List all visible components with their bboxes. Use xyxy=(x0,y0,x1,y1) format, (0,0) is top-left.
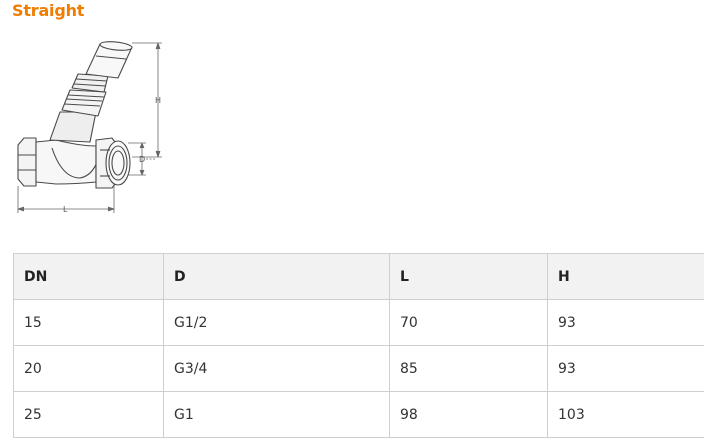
header-l: L xyxy=(389,253,548,300)
header-d: D xyxy=(163,253,390,300)
table-header-row: DN D L H xyxy=(13,253,704,300)
diameter-dimension xyxy=(128,142,156,176)
dimensions-table: DN D L H 15 G1/2 70 93 20 G3/4 85 93 25 … xyxy=(13,253,704,438)
valve-body xyxy=(35,139,99,185)
length-dimension xyxy=(17,186,115,213)
cell-h: 93 xyxy=(547,299,704,346)
table-row: 25 G1 98 103 xyxy=(13,391,704,438)
cell-h: 103 xyxy=(547,391,704,438)
straight-valve-drawing: H D L xyxy=(17,41,162,214)
header-h: H xyxy=(547,253,704,300)
cell-dn: 15 xyxy=(13,299,164,346)
cell-l: 85 xyxy=(389,345,548,392)
height-label: H xyxy=(155,96,161,105)
valve-bonnet xyxy=(49,73,109,143)
cell-l: 70 xyxy=(389,299,548,346)
header-dn: DN xyxy=(13,253,164,300)
cell-d: G1/2 xyxy=(163,299,390,346)
length-label: L xyxy=(63,205,68,214)
table-row: 15 G1/2 70 93 xyxy=(13,299,704,346)
valve-cap xyxy=(85,41,133,79)
section-title: Straight xyxy=(12,1,85,20)
height-dimension xyxy=(132,42,162,158)
right-hex-nut xyxy=(95,137,131,189)
diameter-label: D xyxy=(139,155,145,164)
cell-l: 98 xyxy=(389,391,548,438)
cell-dn: 25 xyxy=(13,391,164,438)
cell-d: G3/4 xyxy=(163,345,390,392)
table-row: 20 G3/4 85 93 xyxy=(13,345,704,392)
left-hex-nut xyxy=(17,137,37,187)
cell-h: 93 xyxy=(547,345,704,392)
cell-dn: 20 xyxy=(13,345,164,392)
cell-d: G1 xyxy=(163,391,390,438)
